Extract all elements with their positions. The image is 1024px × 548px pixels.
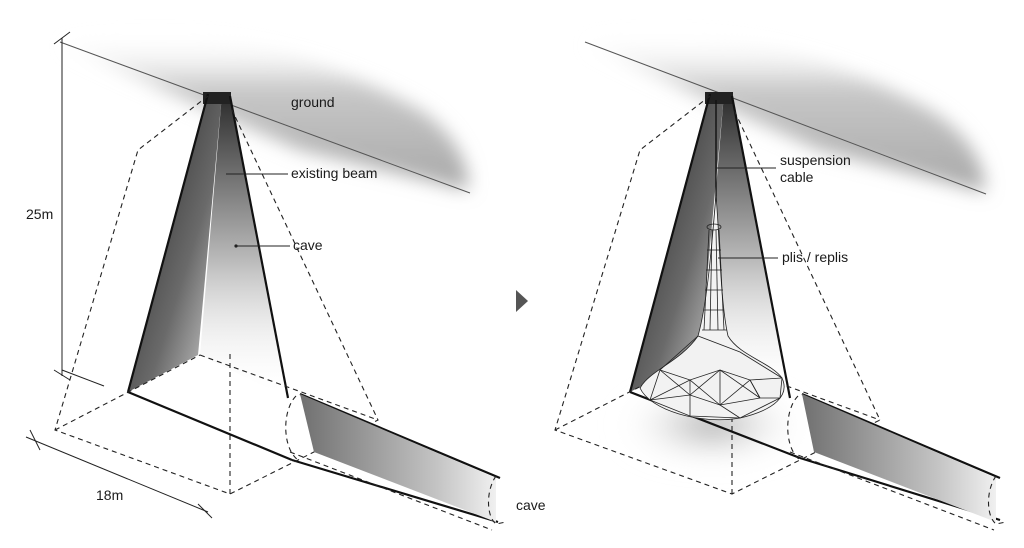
play-triangle-icon <box>516 290 528 312</box>
right-panel: suspension cable plis / replis <box>554 34 1007 531</box>
plis-replis-net <box>639 195 785 421</box>
label-width-18m: 18m <box>96 487 123 503</box>
existing-beam-block-right <box>705 92 733 104</box>
cave-tunnel <box>300 394 496 522</box>
label-height-25m: 25m <box>26 206 53 222</box>
label-ground: ground <box>291 94 335 110</box>
label-existing-beam: existing beam <box>291 165 377 181</box>
label-cave-tunnel: cave <box>516 497 546 513</box>
cave-left-wall-right <box>630 94 724 392</box>
label-suspension: suspension <box>780 152 851 168</box>
label-cave-center: cave <box>293 237 323 253</box>
left-panel: ground existing beam cave cave 25m 18m <box>25 31 546 531</box>
cave-tunnel-right <box>802 394 996 522</box>
ground-surface-right <box>585 34 985 192</box>
existing-beam-block <box>203 92 231 104</box>
width-dimension <box>25 429 213 519</box>
label-plis-replis: plis / replis <box>782 249 848 265</box>
ground-surface <box>60 34 469 191</box>
label-cable: cable <box>780 169 814 185</box>
ground-line <box>59 41 471 194</box>
height-dimension <box>53 31 105 387</box>
cave-left-wall <box>128 94 222 392</box>
